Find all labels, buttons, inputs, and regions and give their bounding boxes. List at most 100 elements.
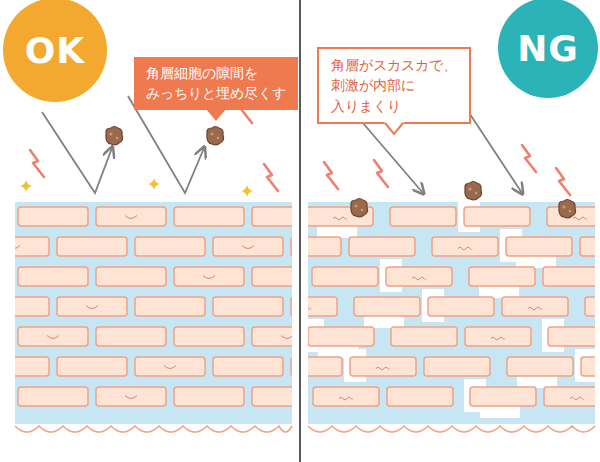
corneocyte xyxy=(428,297,494,316)
distressed-face xyxy=(333,217,347,220)
irritant-particle xyxy=(351,199,368,217)
corneocyte xyxy=(174,327,244,346)
corneocyte xyxy=(252,327,292,346)
smile-face xyxy=(125,216,137,219)
corneocyte xyxy=(15,357,49,376)
irritation-bolt xyxy=(264,164,278,191)
sparkle-star xyxy=(148,178,160,190)
corneocyte xyxy=(18,207,88,226)
corneocyte xyxy=(464,207,530,226)
corneocyte xyxy=(580,237,595,256)
corneocyte-wall xyxy=(15,207,292,406)
corneocyte xyxy=(387,387,453,406)
corneocyte xyxy=(581,357,595,376)
wavy-base xyxy=(15,426,292,432)
distressed-face xyxy=(458,247,472,250)
corneocyte xyxy=(585,297,595,316)
corneocyte xyxy=(465,327,531,346)
corneocyte xyxy=(308,327,374,346)
irritation-bolt xyxy=(556,168,570,195)
smile-face xyxy=(203,276,215,279)
corneocyte xyxy=(213,297,283,316)
distressed-face xyxy=(528,307,542,310)
irritation-bolt xyxy=(324,162,338,189)
corneocyte xyxy=(213,237,283,256)
corneocyte xyxy=(174,267,244,286)
distressed-face xyxy=(573,217,587,220)
callout-pointer xyxy=(384,122,404,134)
smile-face xyxy=(125,396,137,399)
reflected-arrow xyxy=(42,112,112,193)
intercellular-lipid xyxy=(15,202,292,424)
empty-gap xyxy=(317,225,357,238)
corneocyte xyxy=(57,357,127,376)
corneocyte xyxy=(135,237,205,256)
corneocyte xyxy=(213,357,283,376)
corneocyte xyxy=(548,327,595,346)
corneocyte xyxy=(308,357,342,376)
base-ground xyxy=(308,424,595,462)
callout-pointer-outline xyxy=(385,123,403,134)
corneocyte xyxy=(424,357,490,376)
panel-divider xyxy=(299,0,301,462)
node-text: NG xyxy=(517,28,579,69)
distressed-face xyxy=(339,397,353,400)
penetrating-arrow xyxy=(462,102,522,193)
empty-gap xyxy=(480,405,520,418)
corneocyte xyxy=(507,357,573,376)
empty-gap xyxy=(516,255,556,268)
node-text: OK xyxy=(25,30,86,71)
smile-face xyxy=(86,306,98,309)
corneocyte xyxy=(502,297,568,316)
corneocyte xyxy=(252,387,292,406)
corneocyte xyxy=(252,267,292,286)
corneocyte xyxy=(390,207,456,226)
irritation-bolt xyxy=(522,145,536,172)
corneocyte xyxy=(543,267,595,286)
corneocyte-wall xyxy=(308,207,595,406)
corneocyte xyxy=(291,237,292,256)
node-text: 角層細胞の隙間を みっちりと埋め尽くす xyxy=(146,63,286,104)
corneocyte xyxy=(386,267,452,286)
callout-pointer xyxy=(206,109,226,121)
empty-gap xyxy=(364,315,404,328)
callout-pointer xyxy=(384,122,404,135)
corneocyte xyxy=(432,237,498,256)
corneocyte xyxy=(96,207,166,226)
corneocyte xyxy=(349,237,415,256)
callout-pointer xyxy=(206,109,226,122)
corneocyte xyxy=(15,297,49,316)
irritant-particle xyxy=(106,127,123,145)
reflected-arrow xyxy=(128,96,204,193)
corneocyte xyxy=(313,387,379,406)
corneocyte xyxy=(57,297,127,316)
corneocyte xyxy=(291,297,292,316)
distressed-face xyxy=(376,367,390,370)
corneocyte xyxy=(174,207,244,226)
smile-face xyxy=(164,366,176,369)
corneocyte xyxy=(350,357,416,376)
corneocyte xyxy=(312,267,378,286)
distressed-face xyxy=(308,307,311,310)
wavy-base xyxy=(15,426,595,432)
corneocyte xyxy=(135,297,205,316)
corneocyte xyxy=(469,267,535,286)
corneocyte xyxy=(308,297,337,316)
irritant-particle xyxy=(207,127,224,145)
irritant-particle xyxy=(465,182,482,200)
sparkle-star xyxy=(20,180,32,192)
empty-gaps xyxy=(308,200,595,418)
callout-box: 角層細胞の隙間を みっちりと埋め尽くす xyxy=(134,57,298,110)
corneocyte xyxy=(96,327,166,346)
corneocyte xyxy=(174,387,244,406)
corneocyte xyxy=(15,237,49,256)
corneocyte xyxy=(96,387,166,406)
corneocyte xyxy=(544,387,595,406)
corneocyte xyxy=(470,387,536,406)
callout-box: 角層がスカスカで、 刺激が内部に 入りまくり xyxy=(317,47,471,124)
smile-face xyxy=(47,336,59,339)
smile-face xyxy=(15,246,20,249)
empty-gap xyxy=(479,285,519,298)
node-text: 角層がスカスカで、 刺激が内部に 入りまくり xyxy=(331,55,457,116)
